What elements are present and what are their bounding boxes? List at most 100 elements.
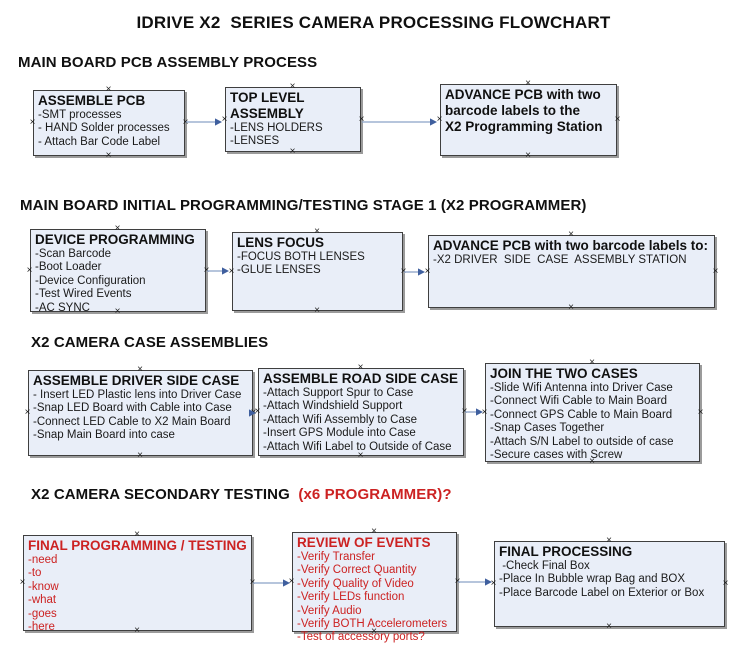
box-item: -Attach Wifi Label to Outside of Case — [263, 440, 452, 453]
flow-box-final-processing[interactable]: FINAL PROCESSING -Check Final Box-Place … — [491, 536, 729, 632]
connector-handle-left-icon[interactable]: × — [481, 406, 488, 418]
connector-handle-bottom-icon[interactable]: × — [525, 150, 531, 161]
connector-handle-top-icon[interactable]: × — [357, 362, 364, 373]
connector-handle-top-icon[interactable]: × — [105, 84, 112, 95]
box-item-list: -FOCUS BOTH LENSES-GLUE LENSES — [233, 251, 402, 278]
connector-handle-right-icon[interactable]: × — [400, 265, 407, 277]
box-item: -Verify Correct Quantity — [297, 564, 417, 577]
box-item: -what — [28, 594, 57, 607]
section-heading-main-board-pcb-assembly-process: MAIN BOARD PCB ASSEMBLY PROCESS — [18, 54, 317, 71]
connector-handle-top-icon[interactable]: × — [137, 364, 143, 375]
connector-handle-right-icon[interactable]: × — [249, 577, 256, 588]
box-item: -Connect Wifi Cable to Main Board — [490, 395, 668, 408]
connector-handle-left-icon[interactable]: × — [288, 576, 295, 587]
box-item-list: -Check Final Box-Place In Bubble wrap Ba… — [495, 560, 724, 600]
connector-handle-top-icon[interactable]: × — [289, 81, 296, 92]
box-item-list: -need-to-know-what-goes-here — [24, 554, 251, 634]
flow-box-final-programming-testing[interactable]: FINAL PROGRAMMING / TESTING-need-to-know… — [20, 530, 256, 636]
connector-handle-bottom-icon[interactable]: × — [606, 621, 612, 632]
connector-handle-right-icon[interactable]: × — [203, 264, 210, 276]
connector-handle-top-icon[interactable]: × — [589, 357, 595, 368]
connector-handle-right-icon[interactable]: × — [712, 265, 719, 277]
section-heading-text: X2 CAMERA SECONDARY TESTING — [31, 486, 299, 503]
connector-handle-left-icon[interactable]: × — [26, 264, 33, 276]
connector-handle-left-icon[interactable]: × — [221, 113, 228, 125]
box-item-list: -Scan Barcode-Boot Loader-Device Configu… — [31, 248, 205, 315]
connector-handle-right-icon[interactable]: × — [461, 406, 468, 417]
box-title: LENS FOCUS — [237, 235, 325, 250]
box-item: -Attach Support Spur to Case — [263, 387, 414, 399]
box-title: ASSEMBLE DRIVER SIDE CASE — [33, 373, 240, 388]
flow-box-device-programming[interactable]: DEVICE PROGRAMMING-Scan Barcode-Boot Loa… — [27, 224, 210, 317]
box-item: -AC SYNC — [35, 301, 90, 314]
connector-handle-bottom-icon[interactable]: × — [314, 305, 320, 316]
connector-handle-right-icon[interactable]: × — [358, 113, 365, 125]
connector-handle-bottom-icon[interactable]: × — [589, 456, 595, 467]
flow-connector-s4-2[interactable] — [458, 578, 492, 586]
connector-handle-right-icon[interactable]: × — [182, 117, 189, 128]
box-item: - Insert LED Plastic lens into Driver Ca… — [33, 389, 242, 401]
box-item: -goes — [28, 607, 57, 620]
box-item: -Verify Quality of Video — [297, 577, 414, 590]
connector-handle-bottom-icon[interactable]: × — [134, 625, 140, 636]
connector-handle-top-icon[interactable]: × — [134, 529, 140, 540]
flow-connector-s2-2[interactable] — [404, 268, 425, 276]
box-item-list: -Slide Wifi Antenna into Driver Case-Con… — [486, 382, 699, 462]
box-item: -Check Final Box — [499, 560, 590, 572]
connector-handle-top-icon[interactable]: × — [525, 78, 531, 89]
flow-box-top-level-assembly[interactable]: TOP LEVEL ASSEMBLY-LENS HOLDERS-LENSES××… — [222, 82, 365, 157]
flow-box-assemble-pcb[interactable]: ASSEMBLE PCB-SMT processes- HAND Solder … — [30, 85, 189, 161]
connector-handle-top-icon[interactable]: × — [314, 226, 320, 237]
section-heading-x2-camera-case-assemblies: X2 CAMERA CASE ASSEMBLIES — [31, 334, 268, 351]
connector-handle-left-icon[interactable]: × — [436, 114, 443, 125]
connector-handle-top-icon[interactable]: × — [568, 229, 574, 240]
connector-handle-bottom-icon[interactable]: × — [289, 146, 296, 157]
box-item: -know — [28, 580, 59, 593]
section-heading-text: MAIN BOARD PCB ASSEMBLY PROCESS — [18, 54, 318, 71]
box-title: REVIEW OF EVENTS — [297, 535, 431, 550]
connector-handle-bottom-icon[interactable]: × — [371, 626, 377, 637]
flow-box-assemble-driver-side-case[interactable]: ASSEMBLE DRIVER SIDE CASE- Insert LED Pl… — [25, 365, 257, 461]
box-item: - HAND Solder processes — [38, 122, 170, 135]
connector-handle-top-icon[interactable]: × — [606, 535, 612, 546]
connector-handle-right-icon[interactable]: × — [722, 578, 729, 589]
flow-connector-s4-1[interactable] — [253, 579, 290, 587]
box-item-list: -Verify Transfer-Verify Correct Quantity… — [293, 551, 456, 645]
box-item: -Snap LED Board with Cable into Case — [33, 402, 232, 415]
connector-handle-top-icon[interactable]: × — [114, 223, 121, 234]
connector-handle-left-icon[interactable]: × — [228, 265, 235, 277]
connector-handle-bottom-icon[interactable]: × — [137, 450, 143, 461]
section-heading-main-board-initial-programming-testing-s: MAIN BOARD INITIAL PROGRAMMING/TESTING S… — [20, 197, 587, 214]
connector-handle-left-icon[interactable]: × — [24, 407, 31, 418]
box-item: -Test Wired Events — [35, 288, 132, 301]
connector-handle-right-icon[interactable]: × — [614, 114, 621, 125]
box-item: -here — [28, 621, 55, 634]
flow-box-assemble-road-side-case[interactable]: ASSEMBLE ROAD SIDE CASE-Attach Support S… — [255, 363, 468, 461]
flow-box-join-the-two-cases[interactable]: JOIN THE TWO CASES-Slide Wifi Antenna in… — [482, 358, 704, 467]
flow-box-advance-pcb-with-two-barcode-labels-to[interactable]: ADVANCE PCB with two barcode labels to:-… — [425, 230, 719, 313]
flow-box-lens-focus[interactable]: LENS FOCUS-FOCUS BOTH LENSES-GLUE LENSES… — [229, 227, 407, 316]
connector-handle-right-icon[interactable]: × — [454, 576, 461, 587]
connector-handle-left-icon[interactable]: × — [29, 117, 36, 128]
connector-handle-left-icon[interactable]: × — [490, 578, 497, 589]
flow-connector-s1-2[interactable] — [362, 118, 437, 126]
connector-handle-bottom-icon[interactable]: × — [568, 302, 574, 313]
connector-handle-right-icon[interactable]: × — [697, 406, 704, 418]
connector-handle-bottom-icon[interactable]: × — [105, 150, 112, 161]
box-item: -Attach Wifi Assembly to Case — [263, 413, 418, 426]
flow-connector-s2-1[interactable] — [207, 267, 229, 275]
flow-box-review-of-events[interactable]: REVIEW OF EVENTS-Verify Transfer-Verify … — [289, 527, 461, 644]
connector-handle-bottom-icon[interactable]: × — [357, 450, 364, 461]
flow-box-advance-pcb-with-two-barcode-labels-to-t[interactable]: ADVANCE PCB with two barcode labels to t… — [437, 79, 621, 161]
connector-handle-top-icon[interactable]: × — [371, 526, 377, 537]
connector-handle-left-icon[interactable]: × — [254, 406, 261, 417]
connector-handle-left-icon[interactable]: × — [424, 265, 431, 277]
box-title: JOIN THE TWO CASES — [490, 366, 638, 381]
box-item: -X2 DRIVER SIDE CASE ASSEMBLY STATION — [433, 254, 687, 266]
box-item: - Attach Bar Code Label — [38, 135, 161, 148]
connector-handle-bottom-icon[interactable]: × — [114, 306, 121, 317]
connector-handle-left-icon[interactable]: × — [19, 577, 26, 588]
box-item: -LENS HOLDERS — [230, 122, 323, 134]
flow-connector-s1-1[interactable] — [186, 118, 222, 126]
box-item: -need — [28, 554, 58, 566]
